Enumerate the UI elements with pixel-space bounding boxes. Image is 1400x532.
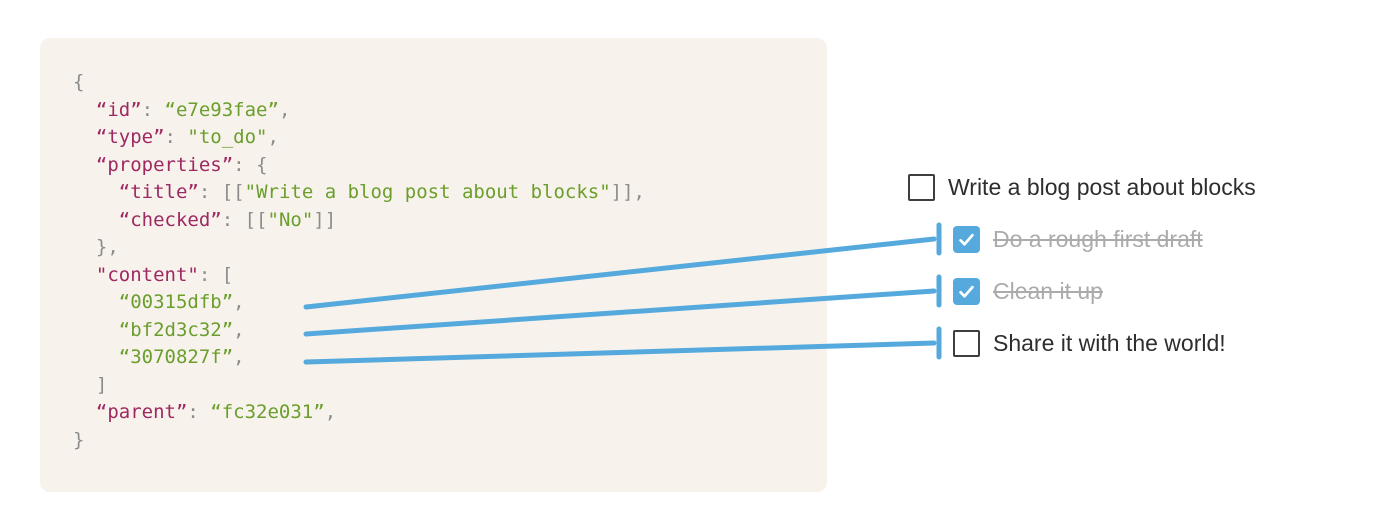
code-block: { “id”: “e7e93fae”, “type”: "to_do", “pr… (73, 69, 645, 454)
code-token-key: “id” (95, 98, 142, 121)
code-token-punctuation: : (164, 126, 188, 148)
code-token-punctuation: , (267, 126, 279, 148)
check-icon (959, 233, 974, 246)
code-token-string: “00315dfb” (118, 291, 234, 313)
code-token-key: “title” (118, 181, 199, 203)
code-token-key: “parent” (95, 401, 188, 423)
code-line-9: “00315dfb”, (73, 289, 645, 317)
code-token-punctuation: : (198, 181, 222, 203)
todo-item-label: Share it with the world! (993, 329, 1226, 356)
code-line-8: "content": [ (73, 262, 645, 290)
code-line-2: “id”: “e7e93fae”, (73, 97, 645, 125)
code-line-7: }, (73, 234, 645, 262)
check-icon (959, 285, 974, 298)
code-token-punctuation (73, 99, 96, 121)
todo-item-2: Do a rough first draft (953, 213, 1256, 265)
code-token-punctuation: , (233, 291, 245, 313)
code-token-punctuation: : (187, 401, 211, 423)
json-code-card: { “id”: “e7e93fae”, “type”: "to_do", “pr… (40, 38, 827, 492)
code-token-key: "content" (95, 263, 199, 286)
code-token-punctuation: { (256, 153, 268, 176)
code-token-punctuation (73, 264, 96, 286)
code-token-punctuation: , (233, 318, 245, 341)
code-token-punctuation: }, (73, 236, 119, 258)
todo-item-label: Clean it up (993, 277, 1103, 304)
checkbox-unchecked-icon[interactable] (908, 173, 935, 201)
todo-list: Write a blog post about blocks Do a rough… (908, 161, 1256, 369)
checkbox-checked-icon[interactable] (953, 277, 980, 305)
code-token-punctuation: [[ (221, 181, 245, 203)
code-line-5: “title”: [["Write a blog post about bloc… (73, 179, 645, 207)
todo-item-3: Clean it up (953, 265, 1256, 317)
code-token-punctuation (73, 126, 96, 148)
code-token-punctuation: [[ (244, 208, 268, 231)
code-line-4: “properties”: { (73, 152, 645, 180)
code-line-3: “type”: "to_do", (73, 124, 645, 152)
checkbox-unchecked-icon[interactable] (953, 329, 980, 357)
code-token-punctuation: : (198, 263, 222, 286)
code-token-punctuation: [ (221, 263, 234, 286)
code-token-punctuation (73, 209, 119, 231)
code-token-string: "Write a blog post about blocks" (244, 181, 611, 203)
todo-item-label: Do a rough first draft (993, 225, 1203, 252)
code-line-11: “3070827f”, (73, 344, 645, 372)
code-token-punctuation: ] (73, 373, 108, 396)
code-line-6: “checked”: [["No"]] (73, 207, 645, 235)
code-line-12: ] (73, 372, 645, 400)
code-token-string: “fc32e031” (210, 401, 325, 423)
code-token-punctuation: : (141, 98, 165, 121)
code-token-punctuation: ]], (610, 181, 645, 203)
code-token-key: “properties” (95, 153, 234, 176)
code-token-string: “e7e93fae” (164, 98, 279, 121)
code-token-punctuation: , (233, 346, 245, 368)
code-token-key: “checked” (118, 208, 222, 231)
code-token-key: “type” (95, 126, 165, 148)
todo-item-1: Write a blog post about blocks (908, 161, 1256, 213)
code-token-punctuation: : (221, 208, 245, 231)
code-token-string: "No" (267, 208, 314, 231)
code-token-punctuation: , (324, 401, 337, 423)
code-token-punctuation (73, 319, 119, 341)
code-token-punctuation (73, 181, 119, 203)
todo-item-label: Write a blog post about blocks (948, 173, 1256, 200)
checkbox-checked-icon[interactable] (953, 225, 980, 253)
code-token-punctuation: ]] (313, 208, 337, 231)
code-token-punctuation: , (278, 98, 291, 121)
code-token-punctuation (73, 401, 96, 423)
code-token-string: "to_do" (187, 126, 268, 148)
code-token-string: “bf2d3c32” (118, 318, 234, 341)
code-token-punctuation (73, 154, 96, 176)
code-line-13: “parent”: “fc32e031”, (73, 399, 645, 427)
code-token-punctuation: } (73, 428, 85, 451)
code-line-14: } (73, 427, 645, 455)
code-line-10: “bf2d3c32”, (73, 317, 645, 345)
code-token-punctuation (73, 346, 119, 368)
todo-item-4: Share it with the world! (953, 317, 1256, 369)
code-line-1: { (73, 69, 645, 97)
code-token-punctuation (73, 291, 119, 313)
code-token-punctuation: { (73, 71, 85, 93)
code-token-string: “3070827f” (118, 346, 234, 368)
code-token-punctuation: : (233, 153, 257, 176)
